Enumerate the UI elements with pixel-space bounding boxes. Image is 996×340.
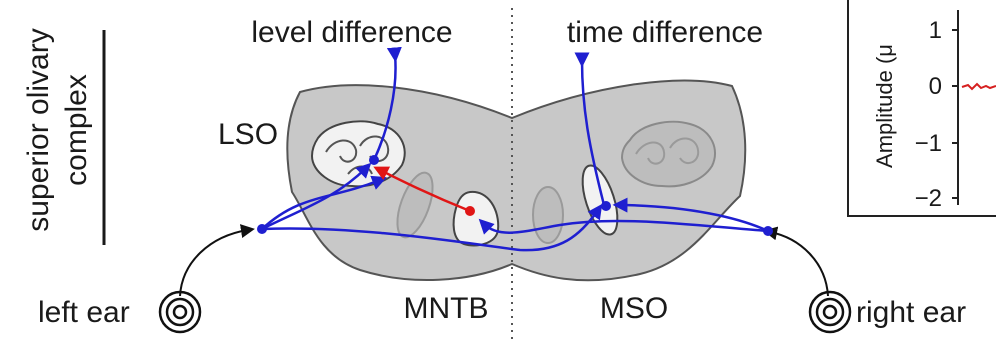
side-title-line2: complex — [60, 74, 93, 186]
label-mntb: MNTB — [404, 292, 489, 325]
mntb-right-faint — [533, 187, 563, 243]
label-time-difference: time difference — [567, 16, 763, 49]
left-auditory-nerve — [180, 230, 248, 296]
label-lso: LSO — [218, 118, 278, 151]
label-right-ear: right ear — [856, 296, 966, 329]
mntb-cell-dot — [465, 206, 475, 216]
inset-tick-label-m2: −2 — [915, 185, 942, 212]
right-ear-cell-dot — [763, 226, 773, 236]
inset-frame — [848, 0, 996, 216]
inset-tick-label-1: 1 — [929, 17, 942, 44]
lso-cell-dot — [369, 155, 379, 165]
label-mso: MSO — [600, 292, 668, 325]
inset-ylabel: Amplitude (μ — [872, 44, 897, 168]
inset-tick-label-m1: −1 — [915, 130, 942, 157]
label-left-ear: left ear — [38, 296, 130, 329]
inset-tick-label-0: 0 — [929, 73, 942, 100]
label-level-difference: level difference — [251, 16, 452, 49]
inset-plot: Amplitude (μ 1 0 −1 −2 — [848, 0, 996, 216]
left-ear-cochlea-icon — [160, 292, 200, 332]
side-title-line1: superior olivary — [22, 28, 55, 231]
right-auditory-nerve — [770, 232, 828, 296]
left-ear-cell-dot — [257, 224, 267, 234]
right-ear-cochlea-icon — [810, 292, 850, 332]
mso-cell-dot — [601, 201, 611, 211]
